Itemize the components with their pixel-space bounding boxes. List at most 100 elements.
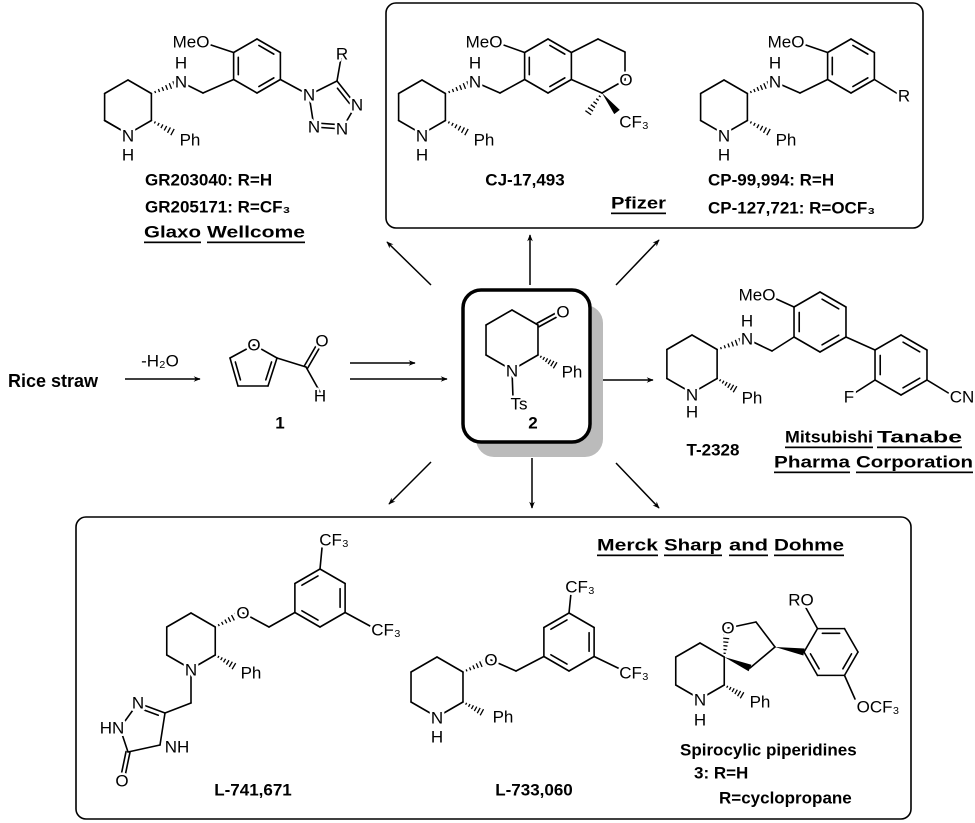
atom-label: HN — [100, 719, 125, 738]
atom-label: CF₃ — [371, 621, 401, 640]
ring-bond — [397, 79, 423, 95]
double-bond — [264, 361, 273, 381]
hashed-bond — [451, 88, 455, 93]
atom-label: N — [308, 118, 320, 137]
ring-bond — [793, 291, 821, 308]
ring-bond — [803, 627, 819, 653]
hashed-bond — [468, 667, 472, 671]
ring-bond — [803, 651, 819, 677]
double-bond — [303, 341, 320, 367]
hashed-bond — [153, 121, 156, 124]
atom-label: Ph — [241, 664, 262, 683]
hashed-bond — [168, 82, 173, 90]
ring-bond — [137, 702, 166, 714]
wedge-bond — [724, 657, 752, 672]
hashed-bond — [454, 124, 458, 129]
ring-bond — [256, 38, 282, 54]
atom-label: N — [351, 96, 363, 115]
bond — [873, 78, 899, 95]
double-bond — [120, 750, 127, 777]
ring-bond — [165, 612, 192, 628]
atom-label: N — [336, 120, 348, 139]
bond — [805, 607, 819, 630]
hashed-bond — [550, 360, 555, 367]
hashed-bond — [224, 619, 228, 624]
hashed-bond — [163, 125, 168, 131]
double-bond — [549, 44, 566, 55]
atom-label: N — [175, 73, 187, 92]
bond — [568, 592, 572, 614]
bond — [474, 81, 501, 94]
bond — [570, 38, 599, 54]
hashed-bond — [766, 81, 771, 88]
double-bond — [550, 619, 568, 631]
hashed-bond — [590, 104, 596, 109]
ring-bond — [511, 354, 539, 371]
atom-label: Ph — [180, 131, 201, 150]
bond — [511, 369, 514, 399]
compound-name-gr205171: GR205171: R=CF₃ — [145, 198, 290, 217]
hashed-bond — [157, 88, 161, 93]
company-word: and — [729, 536, 768, 555]
hashed-bond — [753, 88, 756, 93]
hashed-bond — [759, 84, 764, 91]
double-bond — [234, 361, 242, 381]
bond — [515, 655, 545, 672]
bonds — [103, 38, 951, 778]
hashed-bond — [172, 80, 177, 89]
atom-label: O — [484, 651, 497, 670]
hashed-bond — [221, 621, 224, 625]
bond — [749, 646, 776, 669]
hashed-bond — [723, 637, 730, 640]
compound-r-definition: R=cyclopropane — [719, 789, 852, 808]
hashed-bond — [157, 122, 160, 127]
ring-bond — [397, 119, 423, 135]
atom-label: O — [556, 303, 569, 322]
double-bond — [550, 653, 568, 665]
hashed-bond — [726, 685, 729, 688]
double-bond — [301, 575, 319, 587]
hashed-bond — [718, 379, 722, 382]
atom-label: MeO — [466, 33, 503, 52]
hashed-bond — [170, 128, 175, 136]
atom-label: R — [898, 87, 910, 106]
double-bond — [336, 87, 351, 105]
bond — [279, 78, 310, 96]
atom-label: H — [431, 728, 443, 747]
ring-bond — [568, 612, 595, 629]
company-word: Wellcome — [207, 223, 305, 242]
hashed-bond — [448, 90, 451, 94]
bond — [771, 296, 795, 308]
compound-name-spirocyclic: Spirocylic piperidines — [680, 741, 857, 760]
hashed-bond — [234, 612, 239, 620]
ring-bond — [190, 612, 217, 628]
double-bond — [809, 653, 820, 670]
double-bond — [140, 708, 160, 717]
hashed-bond — [451, 122, 454, 127]
ring-bond — [523, 38, 549, 54]
hashed-bond — [727, 343, 730, 348]
bond — [180, 81, 204, 94]
company-word: Merck — [597, 536, 659, 555]
double-bond — [902, 341, 921, 353]
ring-bond — [793, 336, 821, 353]
ring-bond — [674, 684, 701, 700]
hashed-bond — [724, 381, 728, 386]
bond — [774, 81, 801, 94]
atom-label: R — [336, 45, 348, 64]
ring-bond — [232, 38, 258, 54]
bond — [843, 674, 856, 700]
bond — [845, 336, 876, 351]
ring-bond — [900, 379, 928, 396]
bond — [755, 621, 776, 648]
ring-bond — [850, 78, 876, 94]
hashed-bond — [225, 659, 230, 665]
bond — [490, 659, 517, 672]
ring-bond — [543, 612, 570, 629]
atom-label: H — [741, 312, 753, 331]
hashed-bond — [759, 125, 764, 131]
atom-label: CF₃ — [319, 531, 349, 550]
hashed-bond — [160, 124, 164, 129]
